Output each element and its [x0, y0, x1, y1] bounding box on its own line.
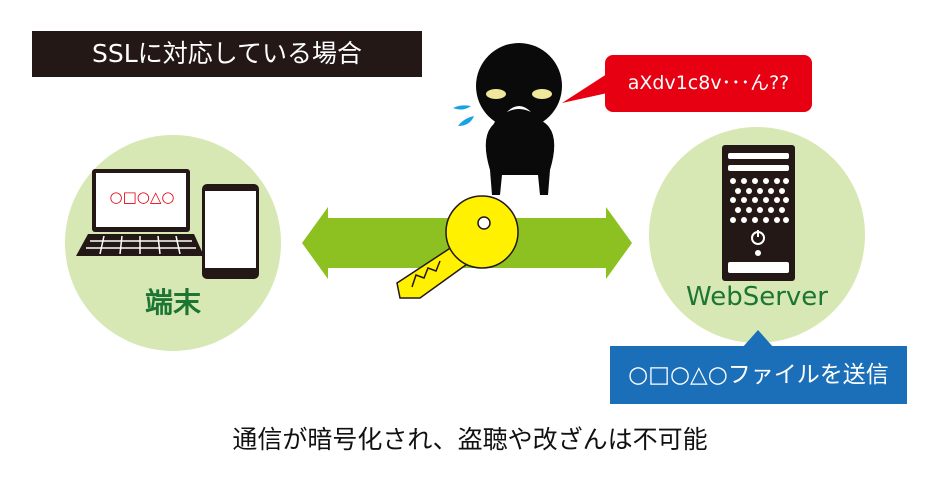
server-send-callout: ○□○△○ファイルを送信	[610, 346, 907, 404]
server-label: WebServer	[686, 282, 828, 312]
diagram-title: SSLに対応している場合	[32, 31, 422, 77]
eavesdropper-icon	[453, 43, 562, 195]
callout-tail	[742, 330, 774, 348]
smartphone-icon	[202, 184, 259, 279]
attacker-speech-bubble: aXdv1c8v･･･ん??	[605, 55, 812, 112]
caption: 通信が暗号化され、盗聴や改ざんは不可能	[232, 425, 708, 454]
laptop-screen-text: ○□○△○	[109, 188, 175, 206]
laptop-icon	[76, 169, 204, 256]
sweat-drop-icon	[453, 105, 474, 126]
key-icon	[396, 195, 519, 299]
speech-tail	[562, 72, 612, 103]
device-label: 端末	[144, 286, 201, 319]
server-icon	[722, 145, 795, 281]
